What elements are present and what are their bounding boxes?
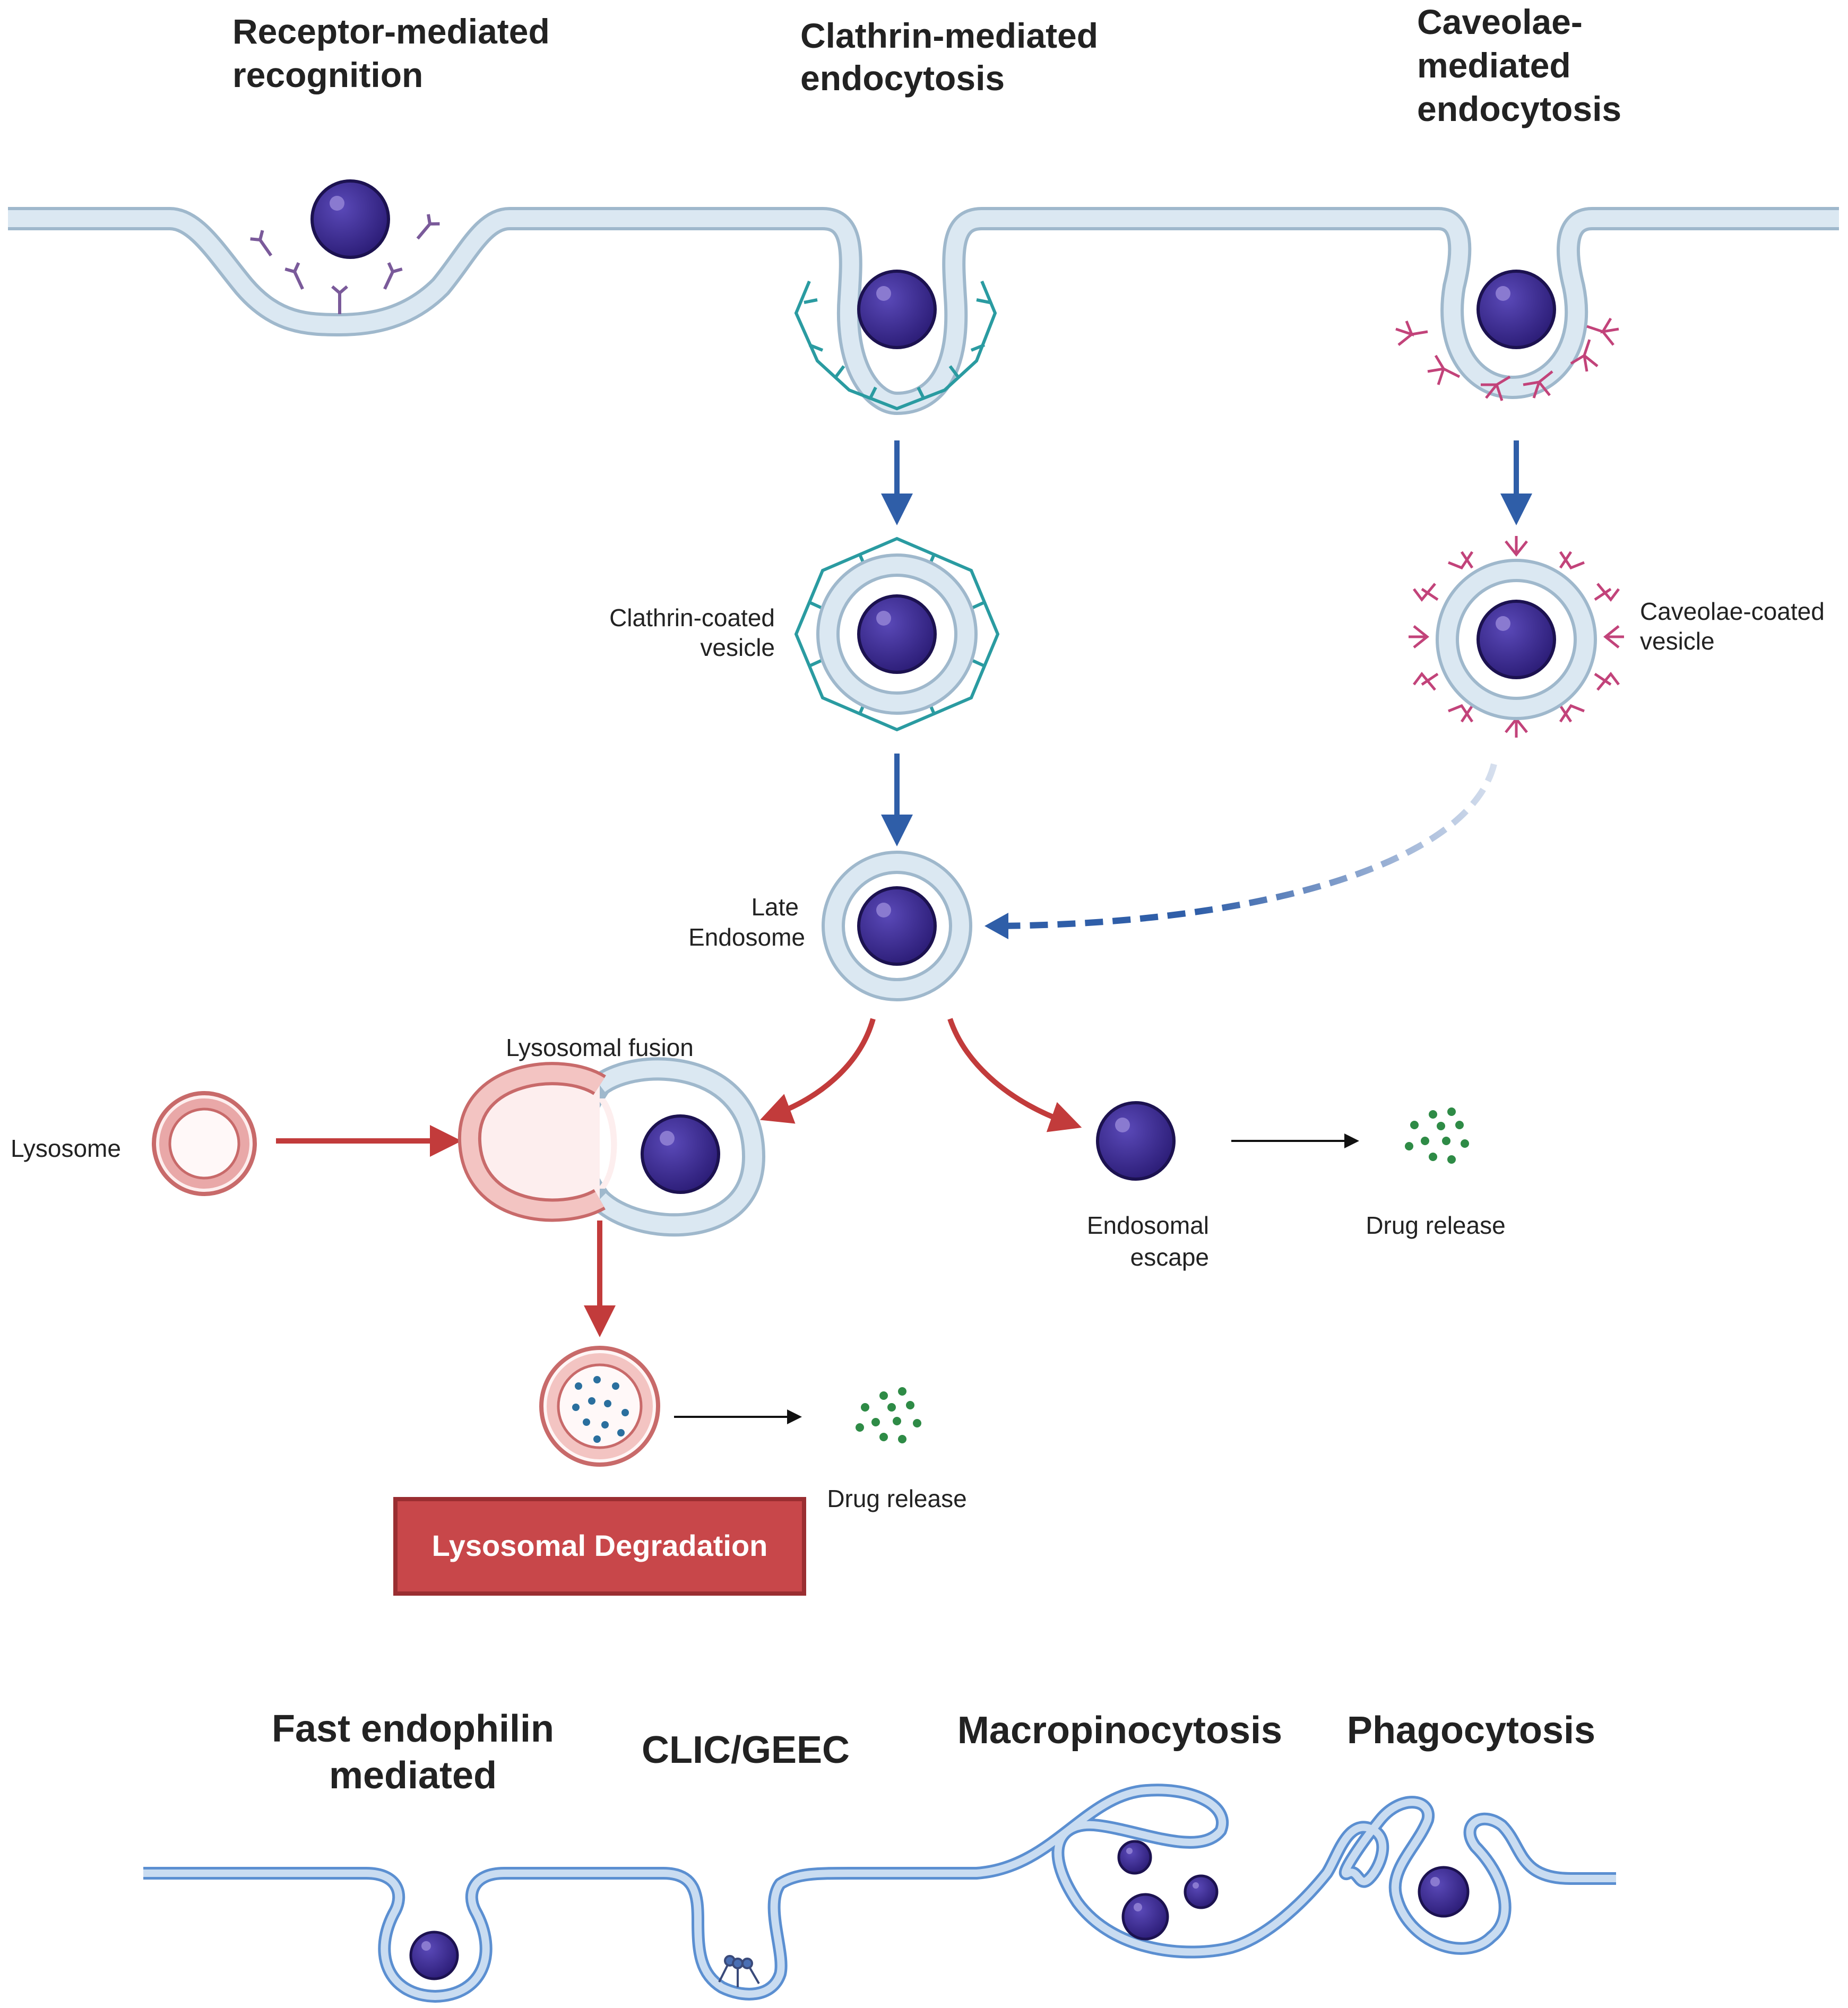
- caveolin-coat-pit: [1395, 317, 1619, 401]
- header-clathrin-mediated: Clathrin-mediated endocytosis: [800, 16, 1098, 98]
- header-fast-endophilin: Fast endophilin mediated: [272, 1708, 554, 1797]
- label-endosomal-escape: Endosomal escape: [1087, 1211, 1209, 1271]
- header-caveolae-line1: Caveolae-: [1417, 2, 1583, 41]
- label-caveolae-vesicle-line2: vesicle: [1640, 627, 1715, 655]
- header-phagocytosis: Phagocytosis: [1347, 1709, 1595, 1752]
- lysosomal-degradation-label: Lysosomal Degradation: [432, 1529, 768, 1562]
- label-drug-release-right: Drug release: [1366, 1211, 1505, 1239]
- arrow-to-lysosomal-fusion: [759, 1018, 876, 1124]
- clathrin-coated-vesicle: [794, 536, 1000, 732]
- header-receptor-line1: Receptor-mediated: [232, 12, 550, 51]
- receptor-icon: [383, 262, 403, 290]
- caveolae-coated-vesicle: [1409, 536, 1624, 738]
- nanoparticle-clathrin-vesicle: [857, 594, 937, 674]
- drug-release-dots-right: [1405, 1107, 1469, 1164]
- nanoparticle-receptor: [310, 179, 390, 259]
- label-endosomal-escape-line1: Endosomal: [1087, 1211, 1209, 1239]
- degraded-lysosome: [539, 1346, 660, 1467]
- label-clathrin-coated-vesicle: Clathrin-coated vesicle: [609, 604, 775, 661]
- receptor-icon: [250, 230, 273, 257]
- cell-membrane-bottom: [143, 1784, 1616, 2003]
- arrowhead-caveolae-to-late-endosome: [985, 913, 1008, 939]
- cell-membrane-top: [8, 207, 1839, 415]
- label-late-endosome-line2: Endosome: [688, 923, 805, 951]
- label-endosomal-escape-line2: escape: [1130, 1243, 1209, 1271]
- lysosome: [152, 1091, 257, 1196]
- header-receptor-line2: recognition: [232, 55, 423, 94]
- nanoparticle-fusion: [641, 1114, 720, 1194]
- arrow-caveolae-to-late-endosome: [997, 763, 1497, 929]
- label-late-endosome: Late Endosome: [688, 893, 805, 951]
- label-clathrin-vesicle-line1: Clathrin-coated: [609, 604, 775, 631]
- arrow-to-endosomal-escape: [947, 1018, 1082, 1132]
- nanoparticle-fast-endophilin: [409, 1931, 459, 1980]
- late-endosome: [822, 851, 972, 1001]
- lysosomal-degradation-box: Lysosomal Degradation: [393, 1497, 806, 1596]
- nanoparticle-highlight: [876, 286, 891, 301]
- label-lysosomal-fusion: Lysosomal fusion: [506, 1034, 694, 1061]
- header-caveolae-mediated: Caveolae- mediated endocytosis: [1417, 2, 1621, 128]
- header-caveolae-line2: mediated: [1417, 46, 1571, 85]
- nanoparticle-macropino-2: [1121, 1893, 1169, 1941]
- nanoparticle-macropino-1: [1117, 1840, 1152, 1875]
- header-clathrin-line1: Clathrin-mediated: [800, 16, 1098, 55]
- header-clic-geec: CLIC/GEEC: [642, 1729, 850, 1771]
- nanoparticle-caveolae-pit: [1476, 270, 1556, 349]
- header-caveolae-line3: endocytosis: [1417, 89, 1621, 128]
- header-receptor-mediated: Receptor-mediated recognition: [232, 12, 550, 94]
- label-caveolae-vesicle-line1: Caveolae-coated: [1640, 598, 1825, 625]
- receptor-icon: [331, 285, 348, 314]
- label-caveolae-coated-vesicle: Caveolae-coated vesicle: [1640, 598, 1825, 655]
- header-fast-endophilin-line1: Fast endophilin: [272, 1708, 554, 1750]
- drug-release-dots-left: [856, 1387, 921, 1443]
- receptor-icon: [284, 262, 304, 290]
- label-lysosome: Lysosome: [11, 1135, 121, 1162]
- label-late-endosome-line1: Late: [751, 893, 799, 921]
- clic-geec-tubules: [718, 1955, 760, 1987]
- receptor-icon: [416, 214, 440, 240]
- nanoparticle-clathrin-pit: [857, 270, 937, 349]
- header-clathrin-line2: endocytosis: [800, 58, 1005, 98]
- receptor-proteins: [250, 214, 440, 314]
- label-clathrin-vesicle-line2: vesicle: [700, 634, 775, 661]
- header-fast-endophilin-line2: mediated: [329, 1754, 497, 1797]
- nanoparticle-macropino-3: [1184, 1874, 1219, 1909]
- nanoparticle-escaped: [1096, 1101, 1176, 1181]
- nanoparticle-phagocytosis: [1418, 1866, 1470, 1918]
- fusion-vesicle: [457, 1057, 766, 1237]
- header-macropinocytosis: Macropinocytosis: [957, 1709, 1282, 1752]
- label-drug-release-left: Drug release: [827, 1485, 966, 1512]
- clathrin-coat-pit: [794, 280, 997, 411]
- nanoparticle-caveolae-vesicle: [1476, 600, 1556, 679]
- nanoparticle-highlight: [1496, 286, 1510, 301]
- nanoparticle-late-endosome: [857, 886, 937, 966]
- nanoparticle-highlight: [330, 196, 344, 211]
